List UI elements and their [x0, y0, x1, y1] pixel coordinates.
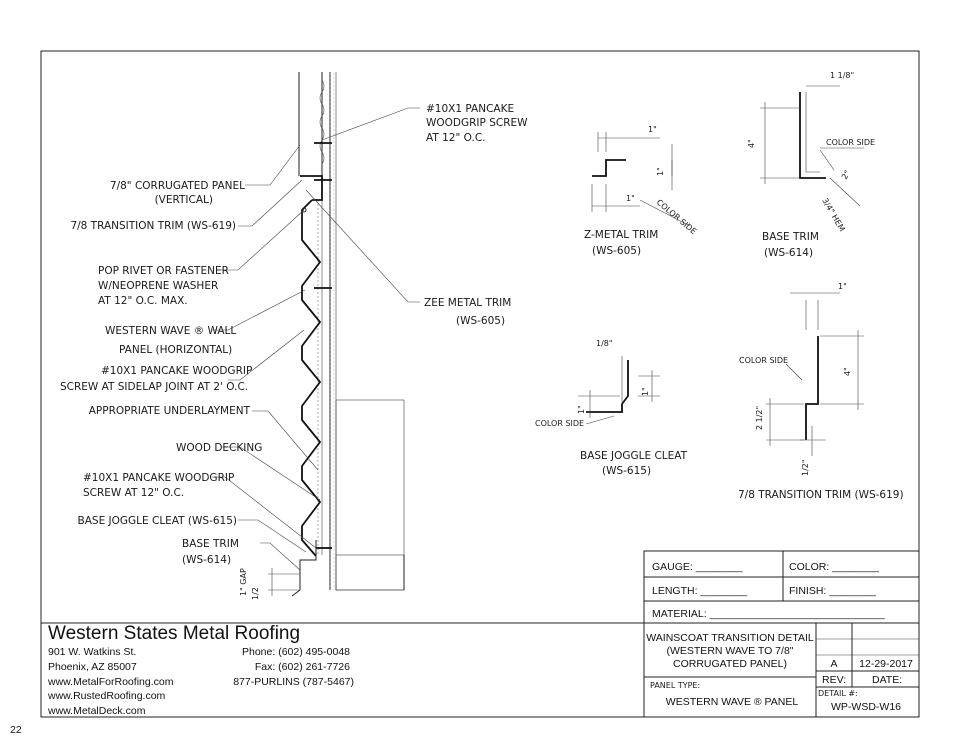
gap-fraction: 1/2: [251, 587, 260, 600]
callout-screw-12-2: SCREW AT 12" O.C.: [83, 487, 184, 499]
detail-number-label: DETAIL #:: [818, 689, 858, 698]
panel-type-label: PANEL TYPE:: [650, 681, 700, 690]
transition-dim-lower: 2 1/2": [755, 406, 764, 430]
callout-corrugated-panel-2: (VERTICAL): [155, 194, 213, 206]
wall-section: [268, 72, 405, 597]
detail-title-3: CORRUGATED PANEL): [673, 658, 787, 670]
gap-label: 1" GAP: [239, 568, 248, 596]
z-metal-title: Z-METAL TRIM: [584, 229, 658, 241]
title-block: Western States Metal Roofing 901 W. Watk…: [41, 622, 919, 717]
detail-title-2: (WESTERN WAVE TO 7/8": [666, 645, 793, 657]
callout-base-joggle: BASE JOGGLE CLEAT (WS-615): [78, 515, 237, 527]
callout-screw-top-3: AT 12" O.C.: [426, 132, 486, 144]
company-fax: Fax: (602) 261-7726: [255, 661, 350, 673]
color-field: COLOR: ________: [789, 561, 879, 573]
joggle-dim-left: 1": [577, 405, 586, 414]
finish-field: FINISH: ________: [789, 585, 876, 597]
callout-screw-top-1: #10X1 PANCAKE: [426, 103, 514, 115]
z-metal-dim-top: 1": [648, 125, 657, 134]
company-website-2[interactable]: www.RustedRoofing.com: [47, 690, 166, 702]
base-trim-code: (WS-614): [764, 247, 813, 259]
joggle-code: (WS-615): [602, 465, 651, 477]
company-address-2: Phoenix, AZ 85007: [48, 661, 137, 673]
base-trim-dim-leg: 2": [840, 169, 852, 181]
length-field: LENGTH: ________: [652, 585, 747, 597]
callout-zee-trim-1: ZEE METAL TRIM: [424, 297, 511, 309]
transition-dim-top: 1": [838, 282, 847, 291]
callout-screw-sidelap-1: #10X1 PANCAKE WOODGRIP: [101, 365, 252, 377]
base-trim-dim-top: 1 1/8": [830, 71, 854, 80]
detail-base-trim: 1 1/8" 4" 2" 3/4" HEM COLOR SIDE BASE TR…: [747, 71, 875, 259]
gauge-field: GAUGE: ________: [652, 561, 743, 573]
transition-title: 7/8 TRANSITION TRIM (WS-619): [738, 489, 904, 501]
spec-table: GAUGE: ________ COLOR: ________ LENGTH: …: [643, 550, 920, 624]
rev-label: REV:: [822, 674, 846, 686]
material-field: MATERIAL: ______________________________: [652, 608, 885, 620]
detail-base-joggle: 1/8" 1" 1" COLOR SIDE BASE JOGGLE CLEAT …: [535, 339, 688, 477]
company-website-3[interactable]: www.MetalDeck.com: [47, 705, 146, 717]
company-address-1: 901 W. Watkins St.: [48, 646, 136, 658]
rev-value: A: [830, 658, 837, 670]
callout-pop-rivet-1: POP RIVET OR FASTENER: [98, 265, 229, 277]
joggle-title: BASE JOGGLE CLEAT: [580, 450, 688, 462]
callout-western-wave-2: PANEL (HORIZONTAL): [119, 344, 232, 356]
callout-western-wave-1: WESTERN WAVE ® WALL: [105, 325, 236, 337]
z-metal-dim-mid: 1": [656, 167, 665, 176]
company-tollfree: 877-PURLINS (787-5467): [233, 676, 354, 688]
company-phone: Phone: (602) 495-0048: [242, 646, 350, 658]
callout-pop-rivet-2: W/NEOPRENE WASHER: [98, 280, 218, 292]
company-name: Western States Metal Roofing: [48, 623, 300, 644]
callout-base-trim-1: BASE TRIM: [182, 538, 239, 550]
callout-screw-12-1: #10X1 PANCAKE WOODGRIP: [83, 472, 234, 484]
z-metal-dim-bottom: 1": [626, 194, 635, 203]
callout-wood-decking: WOOD DECKING: [176, 442, 262, 454]
detail-number: WP-WSD-W16: [831, 701, 901, 713]
page-number: 22: [10, 724, 22, 736]
detail-title-1: WAINSCOAT TRANSITION DETAIL: [646, 632, 814, 644]
callout-base-trim-2: (WS-614): [182, 554, 231, 566]
base-trim-title: BASE TRIM: [762, 231, 819, 243]
transition-dim-height: 4": [843, 367, 852, 376]
base-trim-dim-hem: 3/4" HEM: [820, 197, 846, 234]
joggle-color-side: COLOR SIDE: [535, 419, 584, 428]
date-label: DATE:: [872, 674, 902, 686]
joggle-dim-top: 1/8": [596, 339, 613, 348]
company-website-1[interactable]: www.MetalForRoofing.com: [47, 676, 174, 688]
detail-z-metal: 1" 1" 1" COLOR SIDE Z-METAL TRIM (WS-605…: [584, 125, 698, 257]
detail-transition-trim: 1" 4" 2 1/2" 1/2" COLOR SIDE 7/8 TRANSIT…: [738, 282, 904, 501]
callout-pop-rivet-3: AT 12" O.C. MAX.: [98, 295, 188, 307]
callout-transition-trim: 7/8 TRANSITION TRIM (WS-619): [70, 220, 236, 232]
sheet-border: [40, 50, 920, 718]
callout-underlayment: APPROPRIATE UNDERLAYMENT: [89, 405, 251, 417]
base-trim-dim-height: 4": [747, 139, 756, 148]
leader-lines: [212, 107, 420, 571]
joggle-dim-right: 1": [641, 387, 650, 396]
panel-type-value: WESTERN WAVE ® PANEL: [666, 696, 799, 708]
callout-corrugated-panel-1: 7/8" CORRUGATED PANEL: [110, 180, 245, 192]
screw-icon: [314, 142, 332, 549]
callout-screw-top-2: WOODGRIP SCREW: [426, 117, 528, 129]
transition-dim-hem: 1/2": [801, 459, 810, 476]
z-metal-code: (WS-605): [592, 245, 641, 257]
callout-screw-sidelap-2: SCREW AT SIDELAP JOINT AT 2' O.C.: [60, 381, 248, 393]
transition-color-side: COLOR SIDE: [739, 356, 788, 365]
z-metal-color-side: COLOR SIDE: [655, 198, 698, 236]
callout-zee-trim-2: (WS-605): [456, 315, 505, 327]
date-value: 12-29-2017: [859, 658, 913, 670]
base-trim-color-side: COLOR SIDE: [826, 138, 875, 147]
